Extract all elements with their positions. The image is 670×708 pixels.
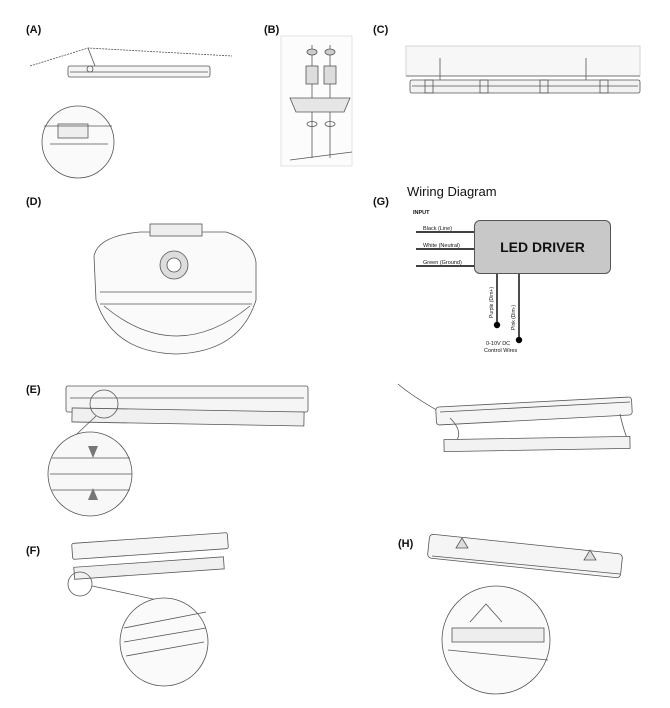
panel-label-a: (A) (26, 24, 42, 36)
led-driver-label: LED DRIVER (500, 239, 585, 255)
panel-label-b: (B) (264, 24, 280, 36)
dim-wire-label-plus: Purple (Dim+) (489, 287, 495, 318)
wire-label-neutral: White (Neutral) (423, 243, 460, 249)
illustration-e-right (397, 383, 633, 453)
illustration-h (427, 533, 623, 695)
panel-label-g: (G) (373, 196, 389, 208)
panel-label-h: (H) (398, 538, 414, 550)
illustration-b (280, 35, 353, 167)
panel-label-f: (F) (26, 545, 41, 557)
control-note-2: Control Wires (484, 348, 518, 354)
control-note-1: 0-10V DC (486, 341, 511, 347)
illustration-d (93, 223, 257, 355)
dim-wire-label-minus: Pink (Dim-) (511, 305, 517, 330)
input-label: INPUT (413, 210, 430, 216)
illustration-e (47, 385, 309, 517)
illustration-c (405, 45, 641, 94)
wiring-lines (416, 231, 523, 344)
wire-label-line: Black (Line) (423, 226, 453, 232)
wire-label-ground: Green (Ground) (423, 260, 462, 266)
panel-label-e: (E) (26, 384, 41, 396)
panel-label-d: (D) (26, 196, 42, 208)
panel-label-c: (C) (373, 24, 389, 36)
wiring-diagram-title: Wiring Diagram (407, 184, 497, 199)
led-driver-box: LED DRIVER (474, 220, 611, 274)
illustration-f (67, 532, 229, 687)
illustration-a (29, 47, 233, 179)
